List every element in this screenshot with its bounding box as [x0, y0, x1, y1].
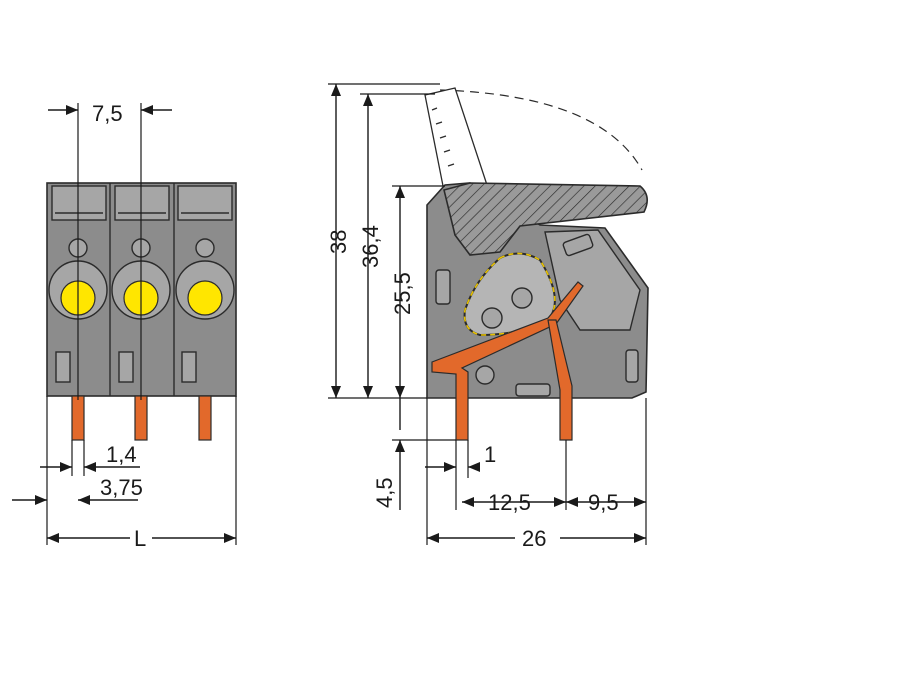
dim-body-height-label: 25,5: [390, 272, 415, 315]
lever-open: [424, 87, 489, 197]
dim-pin-thickness-label: 1: [484, 442, 496, 467]
dim-pin-thickness: 1: [425, 440, 496, 510]
dim-pin-length: 4,5: [372, 398, 456, 510]
dim-length-label: L: [134, 526, 146, 551]
dim-edge-offset: 3,75: [12, 396, 143, 545]
pin-2: [134, 395, 148, 441]
dim-height-lever-label: 36,4: [358, 225, 383, 268]
busbar: [431, 281, 584, 441]
dim-depth-label: 26: [522, 526, 546, 551]
front-pole-3: [175, 185, 235, 441]
dim-height-open-label: 38: [326, 230, 351, 254]
dim-height-open: 38: [326, 83, 440, 399]
pin-3: [198, 395, 212, 441]
dim-pitch: 7,5: [48, 101, 172, 400]
dim-rear-offset: 9,5: [566, 398, 647, 545]
dim-height-lever: 36,4: [358, 93, 435, 398]
dim-pin-length-label: 4,5: [372, 477, 397, 508]
lever-closed: [443, 182, 648, 256]
dim-depth: 26: [426, 398, 646, 551]
dim-length: L: [47, 396, 237, 551]
dim-pin-width-label: 1,4: [106, 442, 137, 467]
pin-1: [71, 395, 85, 441]
dim-rear-offset-label: 9,5: [588, 490, 619, 515]
dim-body-height: 25,5: [390, 185, 445, 398]
dim-pin-width: 1,4: [40, 440, 140, 476]
lever-swing-arc: [439, 89, 643, 171]
dim-pin-spacing: 12,5: [462, 440, 567, 515]
rear-pin: [547, 319, 573, 441]
side-view: 38 36,4 25,5 4,5: [326, 83, 649, 551]
dim-pitch-label: 7,5: [92, 101, 123, 126]
release-button-3[interactable]: [187, 280, 223, 316]
dim-edge-offset-label: 3,75: [100, 475, 143, 500]
front-view: 7,5 1,4 3,75 L: [12, 101, 237, 551]
dim-pin-spacing-label: 12,5: [488, 490, 531, 515]
